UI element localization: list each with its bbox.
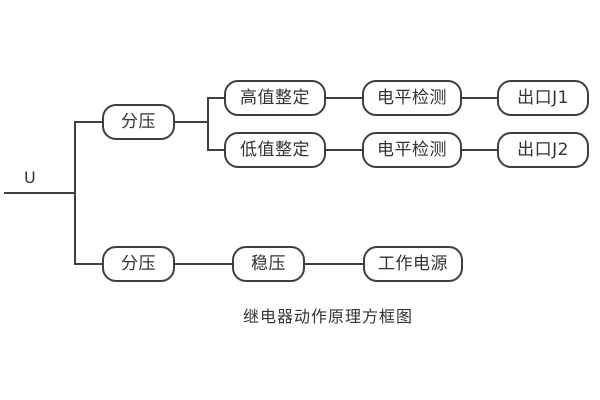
diagram-caption: 继电器动作原理方框图 — [243, 307, 414, 326]
node-label-working-power: 工作电源 — [378, 253, 448, 274]
node-label-divider-top: 分压 — [121, 111, 156, 132]
node-regulator[interactable]: 稳压 — [232, 246, 305, 282]
node-label-divider-bottom: 分压 — [121, 253, 156, 274]
node-high-setting[interactable]: 高值整定 — [224, 80, 326, 116]
node-label-regulator: 稳压 — [251, 253, 286, 274]
node-label-output-j2: 出口J2 — [517, 139, 569, 160]
node-label-low-setting: 低值整定 — [240, 139, 310, 160]
node-low-setting[interactable]: 低值整定 — [224, 132, 326, 168]
node-label-high-setting: 高值整定 — [240, 87, 310, 108]
node-label-level-detect-2: 电平检测 — [377, 139, 447, 160]
node-label-output-j1: 出口J1 — [517, 87, 569, 108]
node-label-level-detect-1: 电平检测 — [377, 87, 447, 108]
node-divider-bottom[interactable]: 分压 — [102, 246, 175, 282]
node-divider-top[interactable]: 分压 — [102, 104, 175, 140]
node-output-j2[interactable]: 出口J2 — [497, 132, 589, 168]
input-signal-label: U — [24, 168, 36, 187]
node-level-detect-2[interactable]: 电平检测 — [362, 132, 462, 168]
node-level-detect-1[interactable]: 电平检测 — [362, 80, 462, 116]
node-output-j1[interactable]: 出口J1 — [497, 80, 589, 116]
node-working-power[interactable]: 工作电源 — [363, 246, 463, 282]
